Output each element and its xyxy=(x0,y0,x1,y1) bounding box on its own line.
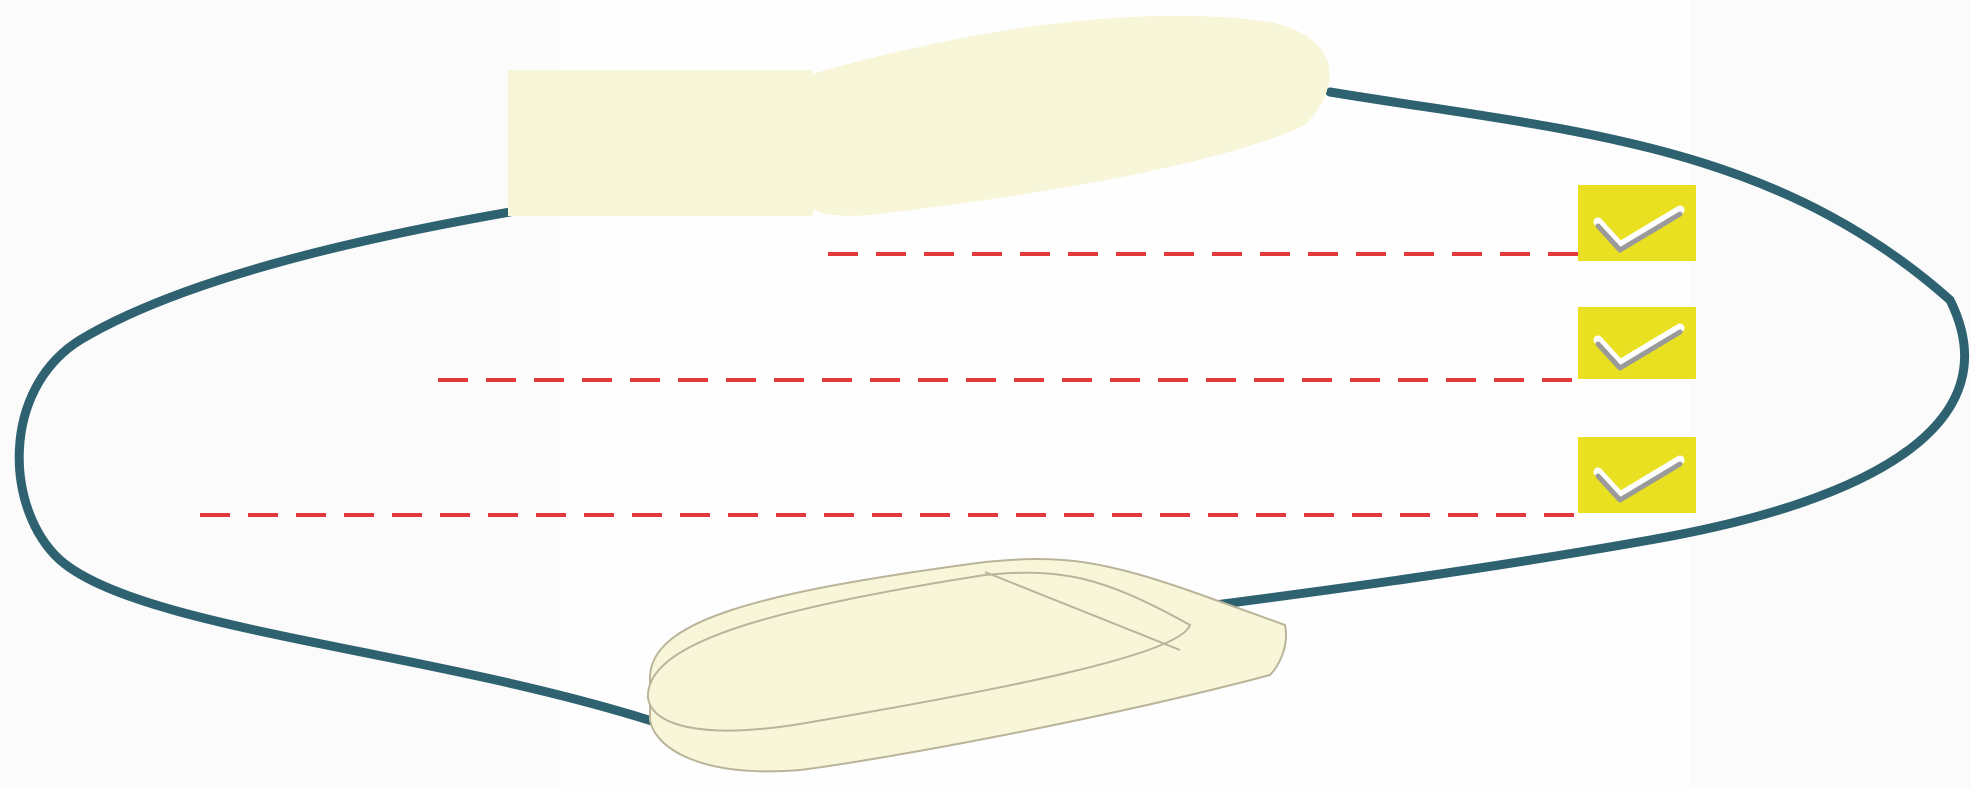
check-icon xyxy=(1578,437,1696,513)
check-icon xyxy=(1578,185,1696,261)
sensor-finger-housing xyxy=(812,16,1330,216)
finger-clip-sensor-icon xyxy=(508,16,1330,216)
check-icon xyxy=(1578,307,1696,379)
oximeter-device-icon xyxy=(648,559,1286,771)
sensor-clip-body xyxy=(508,70,813,216)
